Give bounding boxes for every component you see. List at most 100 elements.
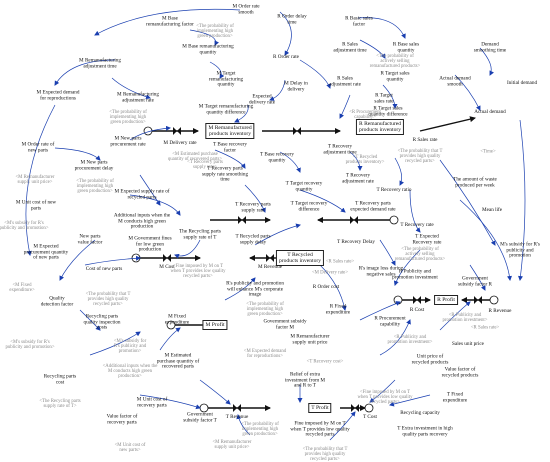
rate-m-cost: M Cost xyxy=(159,264,175,271)
flow-valves xyxy=(163,127,482,412)
stock-m-profit: M Profit xyxy=(202,320,228,330)
rate-r-sales: R Sales rate xyxy=(412,137,438,144)
var-cost-of-new-parts: Cost of new parts xyxy=(85,266,123,273)
rate-t-cost: T Cost xyxy=(363,414,377,421)
var-r-order-cost: R Order cost xyxy=(312,284,340,291)
rate-actual-demand: Actual demand xyxy=(474,109,506,116)
var-t-recovery-delay: T Recovery Delay xyxy=(337,239,375,246)
shadow-r-sales-rate-right: <R Sales rate> xyxy=(470,325,500,331)
rate-m-revenue: M Revenue xyxy=(257,264,283,271)
stock-t-profit: T Profit xyxy=(308,403,332,413)
var-mean-life: Mean life xyxy=(481,207,503,214)
shadow-r-sales-rate: <R Sales rate> xyxy=(325,259,355,265)
rate-r-revenue: R Revenue xyxy=(488,308,512,315)
var-initial-demand: Initial demand xyxy=(506,80,538,87)
rate-t-recovery: T Recovery rate xyxy=(400,222,434,229)
shadow-time: <Time> xyxy=(480,149,496,155)
var-r-order-rate: R Order rate xyxy=(273,54,299,61)
rate-r-cost: R Cost xyxy=(409,307,425,314)
stock-r-profit: R Profit xyxy=(434,295,458,305)
var-sales-unit-price: Sales unit price xyxy=(452,341,484,348)
var-recycling-capacity: Recycling capacity xyxy=(400,410,440,417)
